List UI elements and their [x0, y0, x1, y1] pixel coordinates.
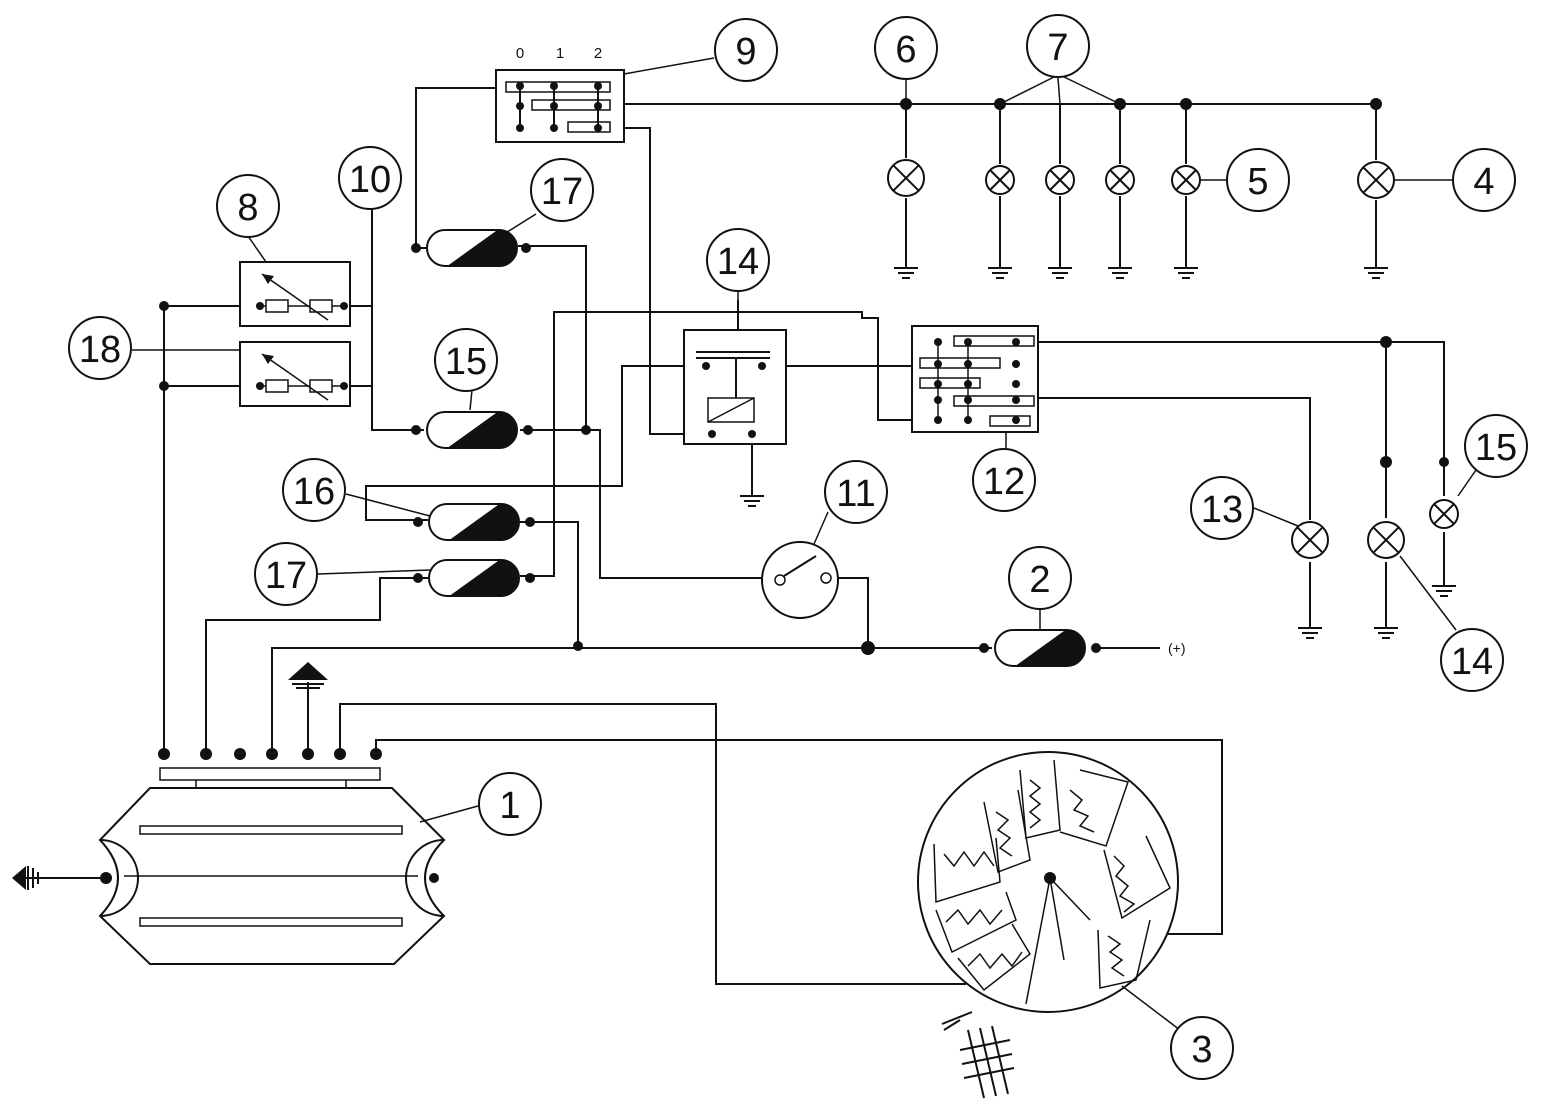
sensor-18	[239, 341, 351, 407]
generator-1	[12, 767, 446, 965]
svg-text:14: 14	[1451, 641, 1493, 683]
svg-text:17: 17	[541, 171, 583, 213]
callout-7: 7	[1026, 14, 1090, 78]
svg-text:15: 15	[445, 341, 487, 383]
callout-15-lamp: 15	[1464, 414, 1528, 478]
svg-text:18: 18	[79, 329, 121, 371]
svg-text:12: 12	[983, 461, 1025, 503]
svg-text:1: 1	[499, 785, 520, 827]
lamp-7b	[1045, 165, 1075, 195]
generator-terminals	[158, 748, 382, 760]
callout-12: 12	[972, 448, 1036, 512]
svg-text:15: 15	[1475, 427, 1517, 469]
callout-1: 1	[478, 772, 542, 836]
fuse-15	[426, 411, 518, 449]
svg-text:4: 4	[1473, 161, 1494, 203]
callout-2: 2	[1008, 546, 1072, 610]
callout-16: 16	[282, 458, 346, 522]
sensor-8	[239, 261, 351, 327]
fuse-2	[994, 629, 1086, 667]
fuse-end-dots	[411, 243, 1101, 653]
lamp-6	[887, 159, 925, 197]
svg-text:14: 14	[717, 241, 759, 283]
callout-11: 11	[824, 460, 888, 524]
callout-6: 6	[874, 16, 938, 80]
callout-leaders	[132, 57, 1477, 1031]
switch-12	[911, 325, 1039, 433]
switch-11	[761, 541, 839, 619]
fuse-17-upper	[426, 229, 518, 267]
svg-text:13: 13	[1201, 489, 1243, 531]
callout-10: 10	[338, 146, 402, 210]
lamp-15	[1429, 499, 1459, 529]
switch-position-0: 0	[516, 45, 524, 62]
callout-14-lamp: 14	[1440, 628, 1504, 692]
relay-14	[683, 329, 787, 445]
svg-text:7: 7	[1047, 27, 1068, 69]
ground-arrow-icon	[288, 662, 328, 689]
lamp-14	[1367, 521, 1405, 559]
svg-text:9: 9	[735, 31, 756, 73]
callout-8: 8	[216, 174, 280, 238]
fuse-16	[428, 503, 520, 541]
svg-text:5: 5	[1247, 161, 1268, 203]
callout-5: 5	[1226, 148, 1290, 212]
callout-3: 3	[1170, 1016, 1234, 1080]
supply-plus-label: (+)	[1168, 640, 1186, 656]
fuse-17-lower	[428, 559, 520, 597]
stator-3	[917, 751, 1179, 1013]
svg-text:6: 6	[895, 29, 916, 71]
lamp-7a	[985, 165, 1015, 195]
switch-position-1: 1	[556, 45, 564, 62]
callout-17-upper: 17	[530, 158, 594, 222]
wire-network	[163, 87, 1445, 985]
switch-position-2: 2	[594, 45, 602, 62]
svg-text:3: 3	[1191, 1029, 1212, 1071]
svg-text:2: 2	[1029, 559, 1050, 601]
svg-text:17: 17	[265, 555, 307, 597]
callout-14-relay: 14	[706, 228, 770, 292]
lamp-7c	[1105, 165, 1135, 195]
svg-text:11: 11	[836, 473, 875, 515]
svg-text:8: 8	[237, 187, 258, 229]
svg-text:10: 10	[349, 159, 391, 201]
lamp-4	[1357, 161, 1395, 199]
callout-15-fuse: 15	[434, 328, 498, 392]
lamp-5	[1171, 165, 1201, 195]
callout-13: 13	[1190, 476, 1254, 540]
light-switch-9: 0 1 2	[495, 45, 625, 143]
callout-17-lower: 17	[254, 542, 318, 606]
callout-18: 18	[68, 316, 132, 380]
svg-text:16: 16	[293, 471, 335, 513]
callout-4: 4	[1452, 148, 1516, 212]
lamp-13	[1291, 521, 1329, 559]
stator-ground-mark	[941, 1011, 1015, 1099]
callout-9: 9	[714, 18, 778, 82]
